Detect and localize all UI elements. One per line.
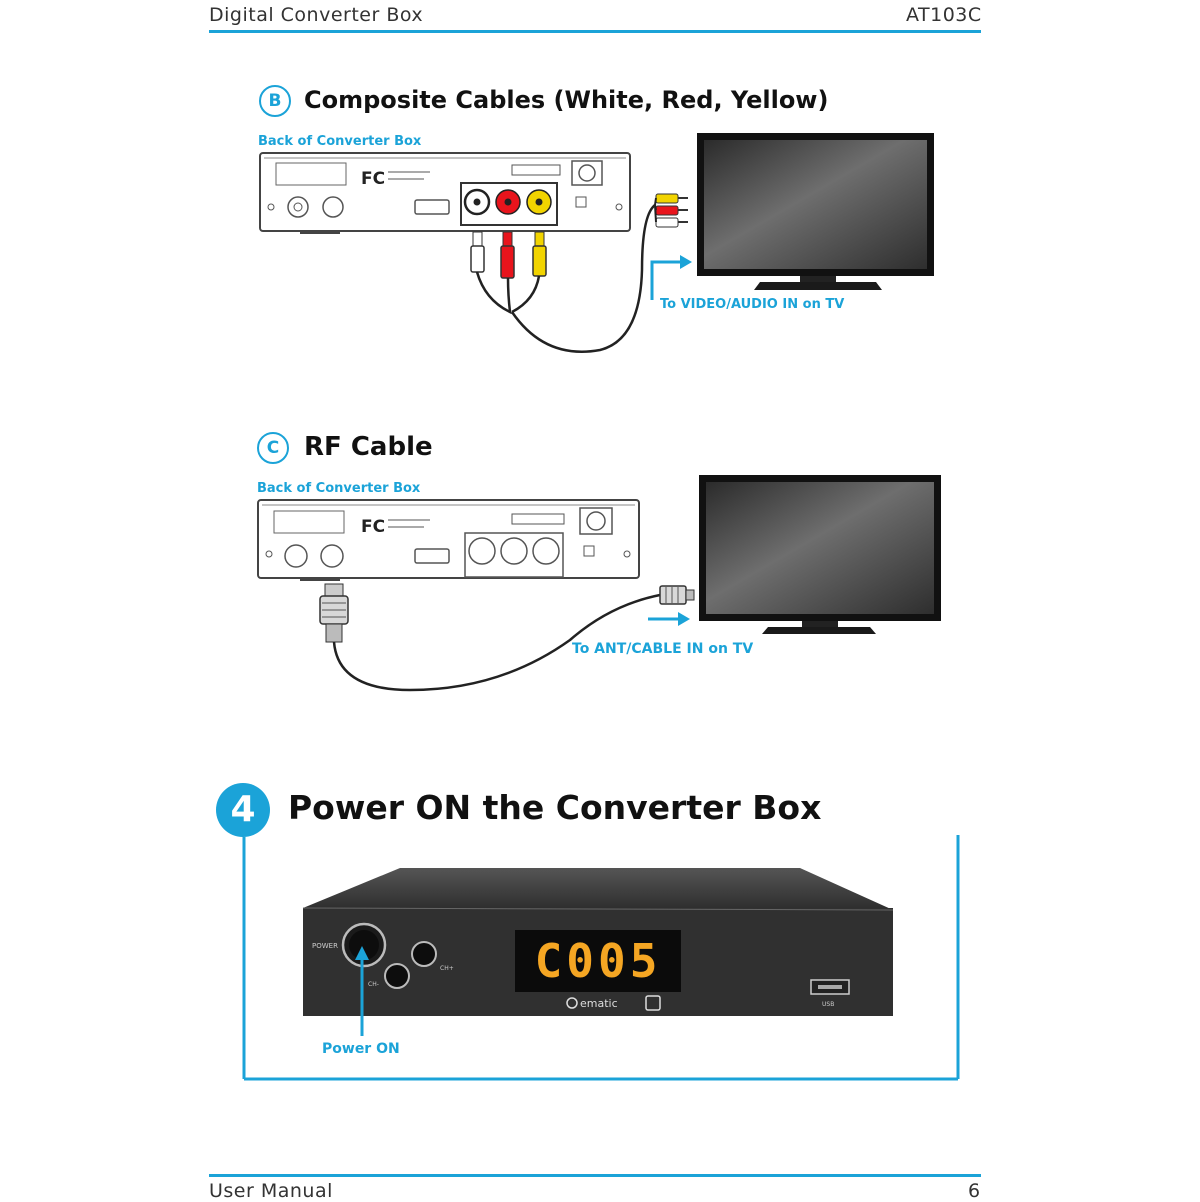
header-rule bbox=[209, 30, 981, 33]
section-b-tv-caption: To VIDEO/AUDIO IN on TV bbox=[660, 297, 845, 312]
svg-text:POWER: POWER bbox=[312, 942, 338, 950]
converter-box-back-panel-c: FC bbox=[257, 499, 640, 581]
header-model: AT103C bbox=[906, 4, 982, 26]
tv-icon bbox=[697, 133, 934, 290]
section-c-badge: C bbox=[257, 432, 289, 464]
step-4-badge: 4 bbox=[216, 783, 270, 837]
rf-connector-icon bbox=[319, 583, 349, 643]
svg-text:CH+: CH+ bbox=[440, 965, 454, 972]
fcc-logo-icon: FC bbox=[361, 169, 430, 189]
tv-icon bbox=[699, 475, 941, 634]
section-b-badge: B bbox=[259, 85, 291, 117]
converter-box-back-panel-b: FC bbox=[259, 152, 631, 234]
section-c-title: RF Cable bbox=[304, 432, 433, 462]
arrow-right-icon bbox=[648, 612, 690, 626]
composite-cable bbox=[470, 193, 688, 353]
fcc-logo-icon: FC bbox=[361, 517, 430, 537]
arrow-right-icon bbox=[650, 255, 692, 300]
svg-text:USB: USB bbox=[822, 1001, 834, 1008]
step-4-frame bbox=[242, 835, 960, 1081]
section-c-tv-caption: To ANT/CABLE IN on TV bbox=[572, 641, 754, 657]
section-b-title: Composite Cables (White, Red, Yellow) bbox=[304, 86, 829, 114]
page-number: 6 bbox=[968, 1180, 981, 1202]
rf-cable bbox=[319, 583, 695, 692]
front-display: C005 bbox=[534, 934, 662, 988]
svg-text:ematic: ematic bbox=[580, 997, 618, 1010]
step-4-title: Power ON the Converter Box bbox=[288, 788, 822, 827]
converter-box-front: POWER CH+ CH- ematic USB bbox=[302, 868, 894, 1036]
svg-text:FC: FC bbox=[361, 517, 385, 537]
section-c-box-label: Back of Converter Box bbox=[257, 481, 421, 496]
svg-text:CH-: CH- bbox=[368, 981, 379, 988]
rf-connector-icon bbox=[659, 585, 695, 605]
svg-text:FC: FC bbox=[361, 169, 385, 189]
section-b-box-label: Back of Converter Box bbox=[258, 134, 422, 149]
composite-jack-icon bbox=[460, 182, 558, 226]
power-on-label: Power ON bbox=[322, 1041, 400, 1057]
header-title: Digital Converter Box bbox=[209, 4, 424, 26]
footer-label: User Manual bbox=[209, 1180, 333, 1202]
footer-rule bbox=[209, 1174, 981, 1177]
